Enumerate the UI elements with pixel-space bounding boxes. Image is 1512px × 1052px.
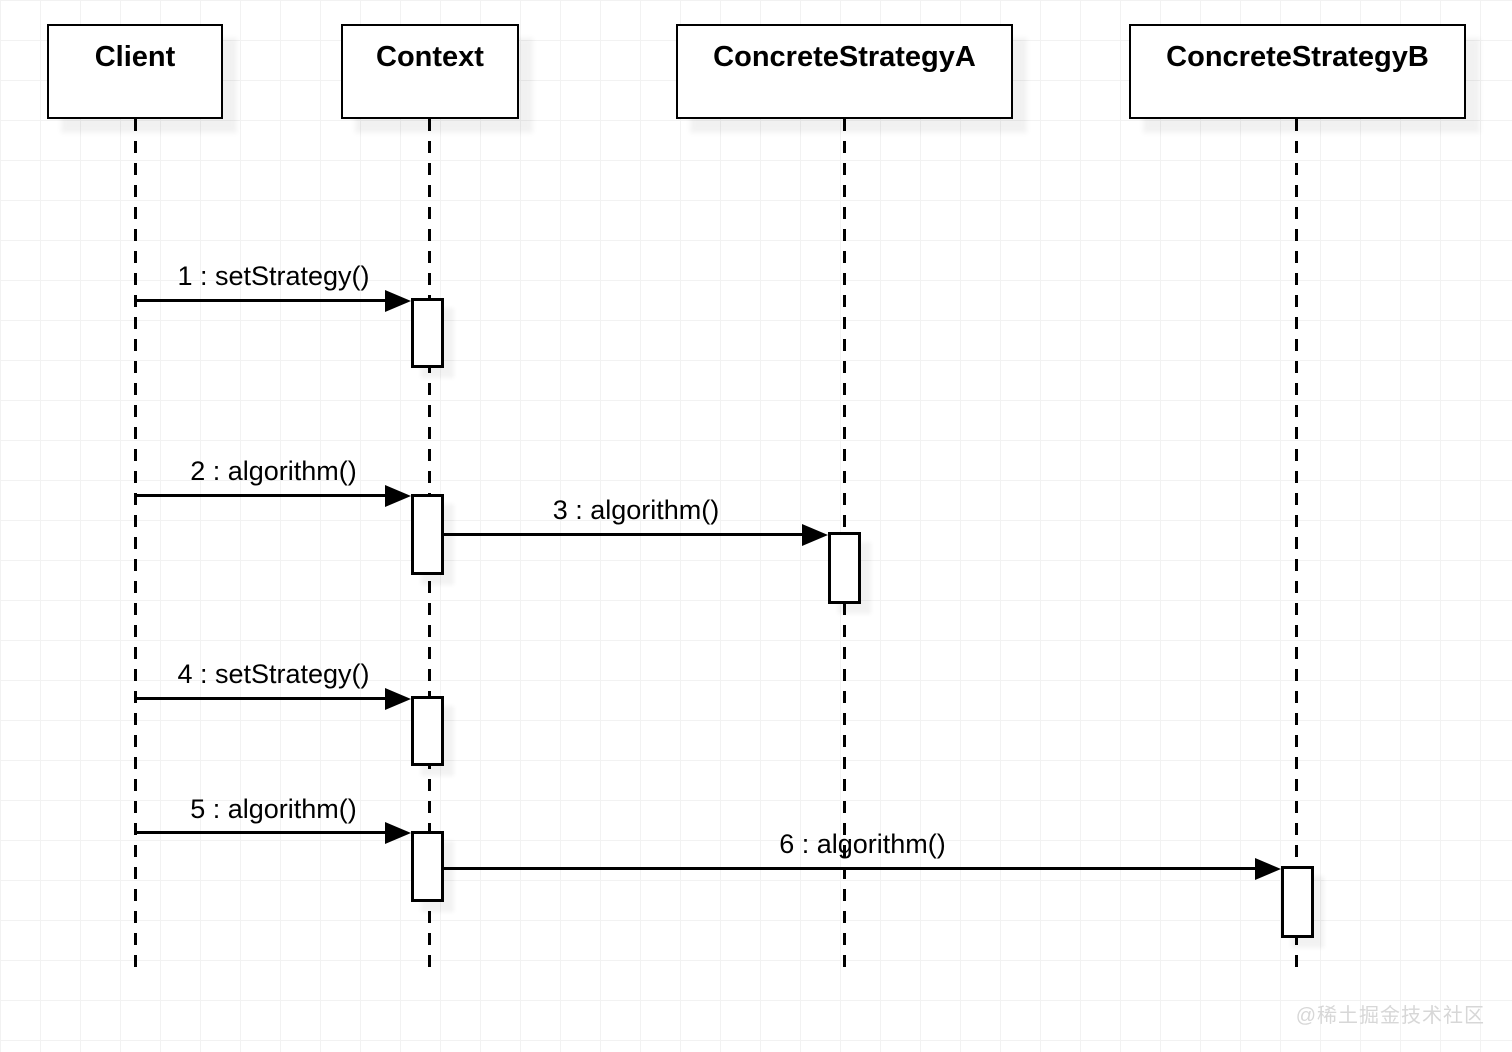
- message-4-arrowhead-icon: [385, 688, 411, 710]
- message-2-line: [136, 494, 388, 497]
- message-1-arrowhead-icon: [385, 290, 411, 312]
- activation-concretestrategyb: [1281, 866, 1314, 938]
- message-3-line: [444, 533, 805, 536]
- message-1-label: 1 : setStrategy(): [177, 261, 370, 291]
- message-6-arrowhead-icon: [1255, 858, 1281, 880]
- message-2-label: 2 : algorithm(): [190, 456, 357, 486]
- activation-context-1: [411, 298, 444, 368]
- lifeline-head-context: Context: [341, 24, 519, 119]
- message-1-line: [136, 299, 388, 302]
- lifeline-head-client: Client: [47, 24, 223, 119]
- activation-context-4: [411, 831, 444, 902]
- message-6-line: [444, 867, 1258, 870]
- activation-concretestrategya: [828, 532, 861, 604]
- message-5-line: [136, 831, 388, 834]
- message-6-label: 6 : algorithm(): [779, 829, 946, 859]
- lifeline-head-concretestrategya: ConcreteStrategyA: [676, 24, 1013, 119]
- lifeline-concretestrategyb: [1295, 119, 1298, 968]
- message-2-arrowhead-icon: [385, 485, 411, 507]
- watermark-text: @稀土掘金技术社区: [1295, 1005, 1485, 1027]
- message-3-arrowhead-icon: [802, 524, 828, 546]
- message-4-label: 4 : setStrategy(): [177, 659, 370, 689]
- message-3-label: 3 : algorithm(): [552, 495, 720, 525]
- message-5-label: 5 : algorithm(): [190, 794, 357, 824]
- activation-context-2: [411, 494, 444, 575]
- lifeline-head-concretestrategyb: ConcreteStrategyB: [1129, 24, 1466, 119]
- lifeline-client: [134, 119, 137, 968]
- message-4-line: [136, 697, 388, 700]
- activation-context-3: [411, 696, 444, 766]
- message-5-arrowhead-icon: [385, 822, 411, 844]
